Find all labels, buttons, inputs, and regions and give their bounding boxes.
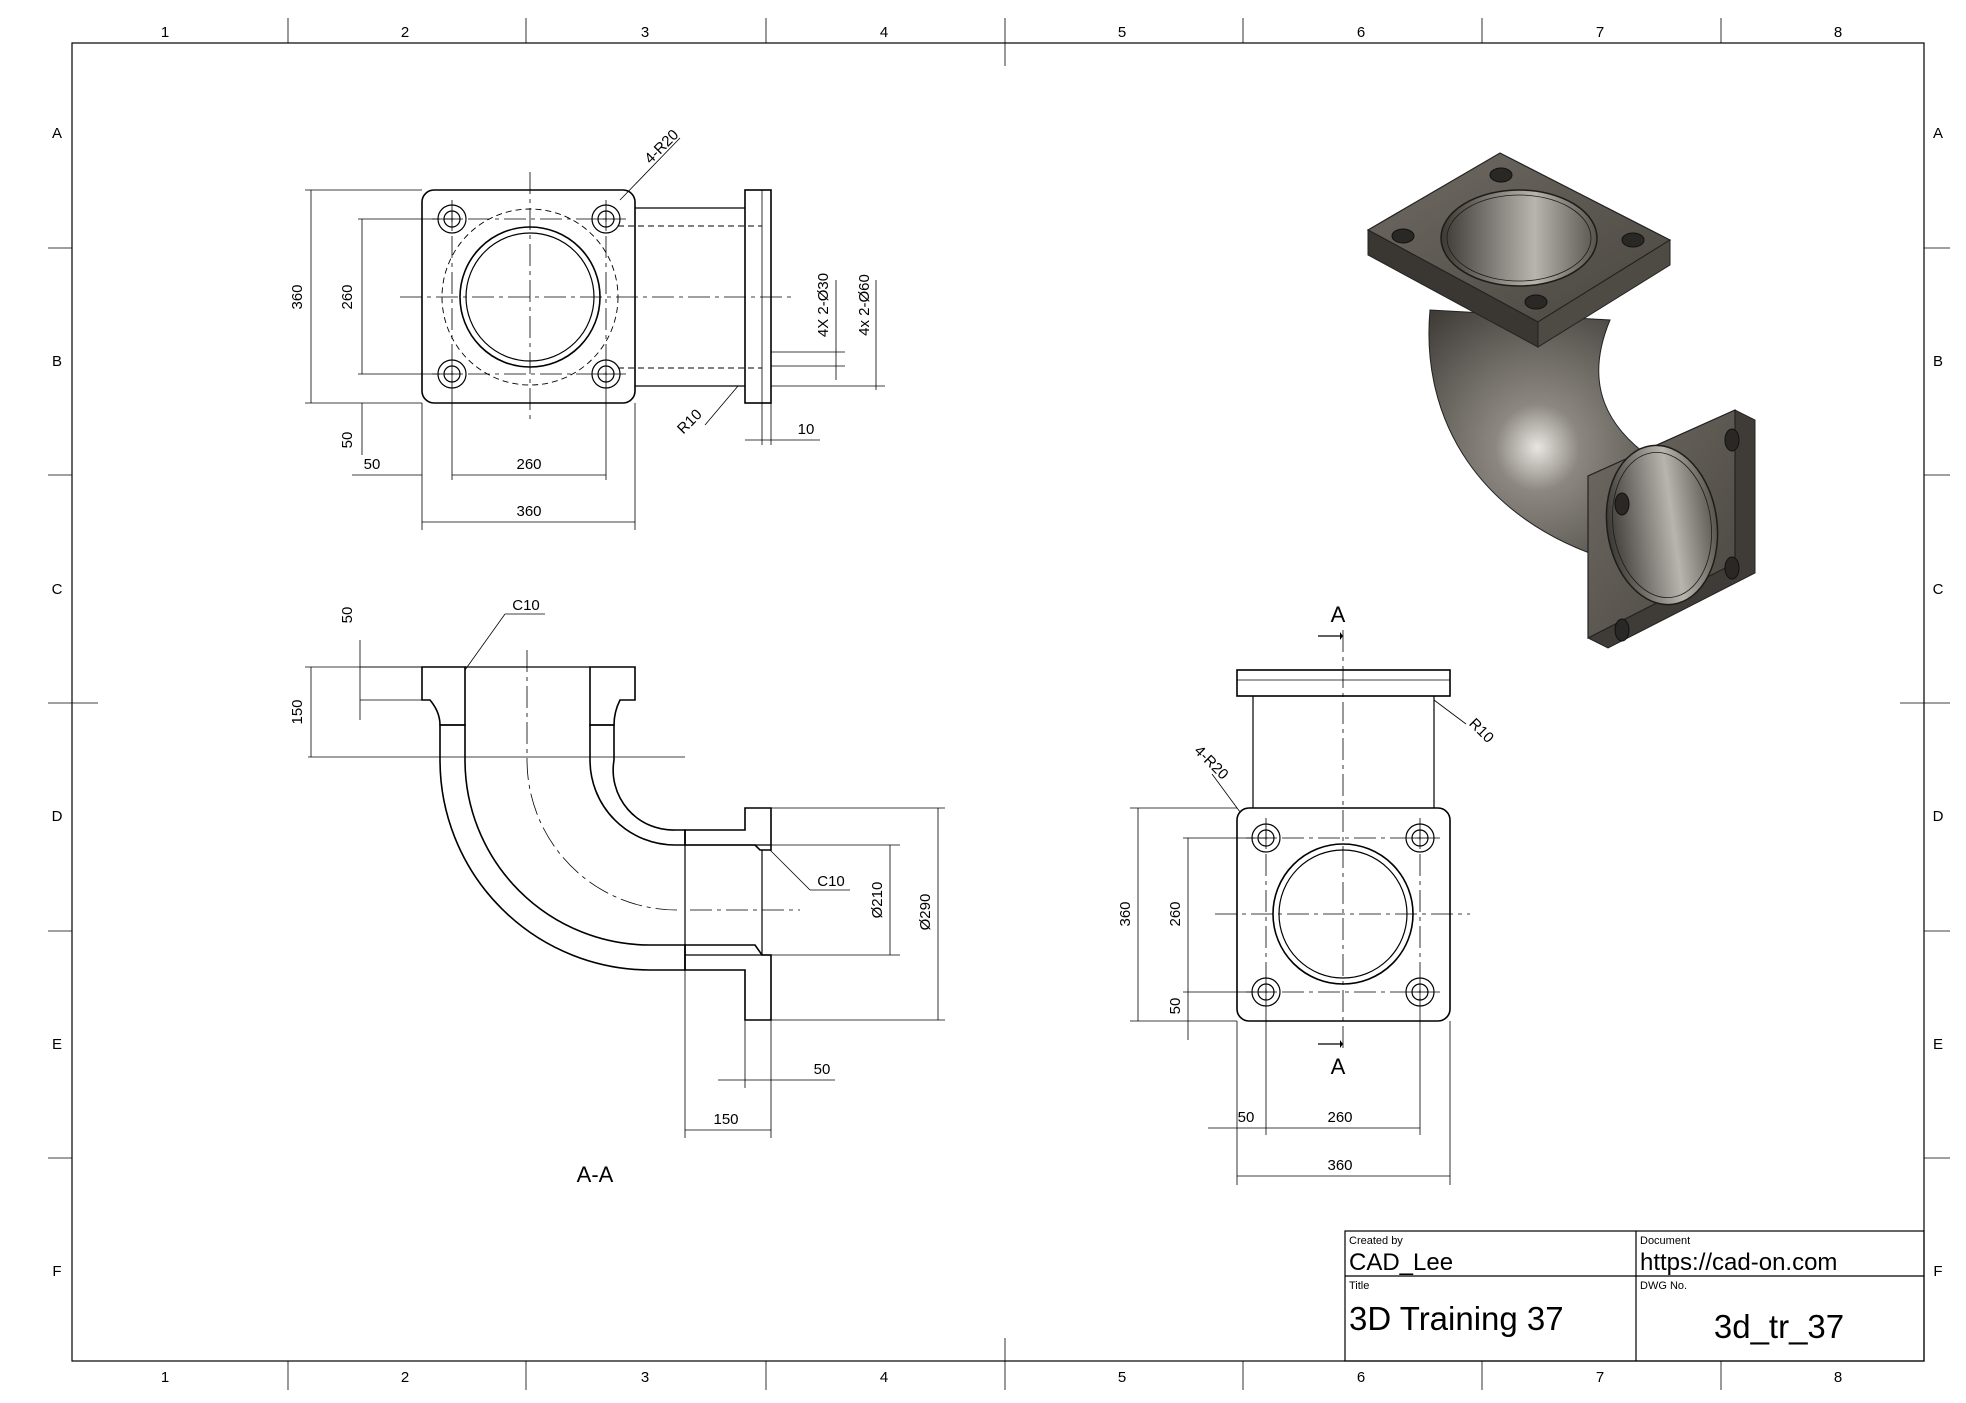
row-label: C (52, 581, 63, 598)
top-view: 360 260 50 50 260 360 4-R20 4X 2-Ø30 4x … (289, 126, 885, 530)
column-labels-bottom: 1 2 3 4 5 6 7 8 (161, 1369, 1842, 1386)
col-label: 4 (880, 24, 888, 41)
dim-c10-right: C10 (817, 873, 845, 890)
col-label: 3 (641, 1369, 649, 1386)
document-value: https://cad-on.com (1640, 1249, 1837, 1276)
dim-50-vertical: 50 (339, 432, 356, 449)
row-label: D (52, 808, 63, 825)
col-label: 5 (1118, 24, 1126, 41)
section-mark-bottom: A (1331, 1054, 1346, 1079)
title-block: Created by CAD_Lee Document https://cad-… (1344, 1230, 1925, 1362)
col-label: 2 (401, 24, 409, 41)
row-label: B (52, 353, 62, 370)
row-label: F (1933, 1263, 1942, 1280)
dim-360-vertical: 360 (289, 284, 306, 309)
dim-4-r20: 4-R20 (641, 126, 682, 167)
dim-4x-2-dia60: 4x 2-Ø60 (856, 274, 873, 336)
row-labels-right: A B C D E F (1933, 125, 1944, 1280)
col-label: 4 (880, 1369, 888, 1386)
dim-4-r20: 4-R20 (1191, 742, 1232, 783)
row-label: F (52, 1263, 61, 1280)
bolt-hole (1391, 167, 1645, 310)
dim-260-horizontal: 260 (1327, 1109, 1352, 1126)
document-label: Document (1640, 1235, 1690, 1247)
row-label: A (1933, 125, 1943, 142)
row-label: B (1933, 353, 1943, 370)
col-label: 7 (1596, 1369, 1604, 1386)
col-label: 8 (1834, 1369, 1842, 1386)
dim-r10: R10 (1465, 715, 1496, 746)
section-mark-top: A (1331, 602, 1346, 627)
row-label: A (52, 125, 62, 142)
col-label: 7 (1596, 24, 1604, 41)
col-label: 2 (401, 1369, 409, 1386)
title-value: 3D Training 37 (1349, 1300, 1564, 1337)
created-by-label: Created by (1349, 1235, 1403, 1247)
title-label: Title (1349, 1280, 1369, 1292)
col-label: 8 (1834, 24, 1842, 41)
front-view: A A R10 4-R20 360 260 50 50 260 360 (1117, 602, 1497, 1185)
col-label: 6 (1357, 1369, 1365, 1386)
dim-10: 10 (798, 421, 815, 438)
dim-50-vertical: 50 (1167, 998, 1184, 1015)
dim-260-vertical: 260 (339, 284, 356, 309)
section-label: A-A (577, 1162, 614, 1187)
dim-50-horizontal: 50 (364, 456, 381, 473)
sheet-frame (48, 18, 1950, 1390)
dim-r10: R10 (674, 406, 705, 437)
row-label: D (1933, 808, 1944, 825)
col-label: 1 (161, 1369, 169, 1386)
col-label: 1 (161, 24, 169, 41)
dim-4x-2-dia30: 4X 2-Ø30 (815, 273, 832, 337)
dim-360-vertical: 360 (1117, 901, 1134, 926)
row-label: E (52, 1036, 62, 1053)
dim-50-vertical: 50 (339, 607, 356, 624)
bolt-hole (1614, 428, 1740, 642)
dim-150-vertical: 150 (289, 699, 306, 724)
dwg-no-value: 3d_tr_37 (1714, 1308, 1844, 1345)
isometric-view (1366, 152, 1756, 649)
section-view-a-a: 50 150 C10 C10 Ø210 Ø290 50 150 A-A (289, 597, 945, 1187)
dim-dia-210: Ø210 (869, 882, 886, 919)
dwg-no-label: DWG No. (1640, 1280, 1687, 1292)
col-label: 5 (1118, 1369, 1126, 1386)
created-by-value: CAD_Lee (1349, 1249, 1453, 1276)
dim-260-horizontal: 260 (516, 456, 541, 473)
col-label: 6 (1357, 24, 1365, 41)
row-label: E (1933, 1036, 1943, 1053)
dim-150-horizontal: 150 (713, 1111, 738, 1128)
dim-360-horizontal: 360 (1327, 1157, 1352, 1174)
col-label: 3 (641, 24, 649, 41)
dim-dia-290: Ø290 (917, 894, 934, 931)
dim-c10-top: C10 (512, 597, 540, 614)
row-labels-left: A B C D E F (52, 125, 63, 1280)
dim-50-horizontal: 50 (814, 1061, 831, 1078)
dim-50-horizontal: 50 (1238, 1109, 1255, 1126)
dim-260-vertical: 260 (1167, 901, 1184, 926)
row-label: C (1933, 581, 1944, 598)
column-labels-top: 1 2 3 4 5 6 7 8 (161, 24, 1842, 41)
dim-360-horizontal: 360 (516, 503, 541, 520)
